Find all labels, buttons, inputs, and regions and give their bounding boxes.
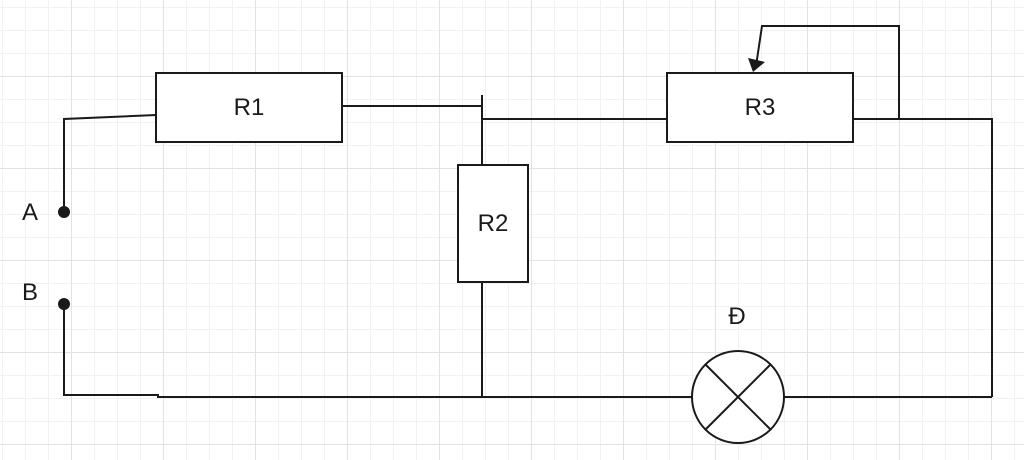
- wire-a-to-r1: [63, 114, 157, 212]
- r1-label: R1: [234, 94, 265, 121]
- terminal-a-dot: [58, 206, 70, 218]
- wire-r3-to-right-rail: [853, 118, 993, 397]
- resistor-r2: R2: [457, 164, 529, 283]
- r3-label: R3: [745, 94, 776, 121]
- wire-lamp-to-bottom-left: [63, 304, 692, 398]
- terminal-a: A: [22, 199, 70, 226]
- terminal-a-label: A: [22, 199, 38, 226]
- lamp-label: Đ: [728, 303, 745, 330]
- terminal-b: B: [22, 279, 70, 310]
- terminal-b-dot: [58, 298, 70, 310]
- lamp: Đ: [691, 303, 785, 444]
- rheostat-r3: R3: [666, 72, 854, 143]
- rheostat-feedback-wire: [755, 25, 900, 119]
- terminal-b-label: B: [22, 279, 38, 306]
- resistor-r1: R1: [155, 72, 343, 143]
- wires: [63, 25, 993, 398]
- r2-label: R2: [478, 210, 509, 237]
- rheostat-slider-arrow: [748, 58, 765, 72]
